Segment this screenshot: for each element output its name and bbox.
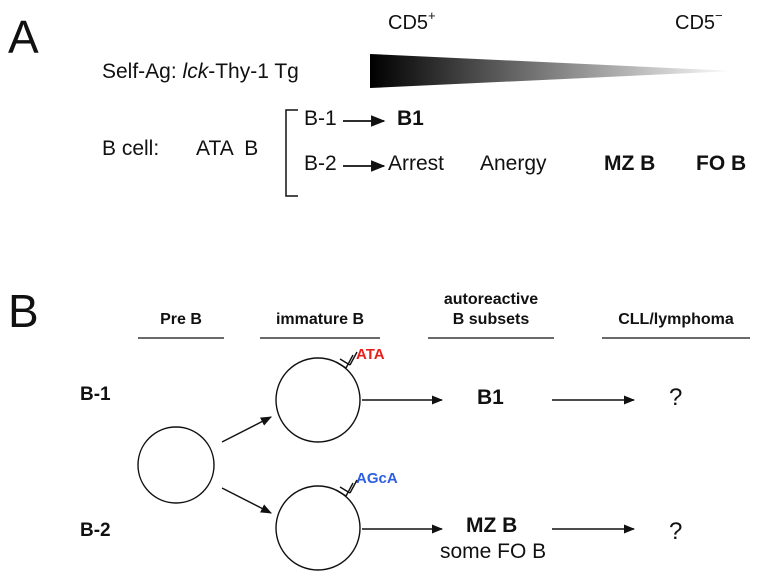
- b1-source-label: B-1: [304, 107, 337, 130]
- pre-b-cell: [137, 426, 215, 504]
- header-cll-lymphoma: CLL/lymphoma: [618, 311, 734, 328]
- unknown-b2-outcome: ?: [669, 518, 683, 545]
- self-ag-label: Self-Ag: lck-Thy-1 Tg: [102, 60, 299, 83]
- agca-antibody-label: AGcA: [356, 470, 398, 487]
- ata-b-label: ATA B: [196, 137, 259, 160]
- header-immature-b: immature B: [275, 311, 365, 328]
- header-pre-b: Pre B: [160, 311, 202, 328]
- row-label-b2: B-2: [80, 520, 111, 541]
- mz-b-label: MZ B: [604, 152, 656, 175]
- b2-subset-mz-b: MZ B: [466, 514, 518, 537]
- b2-source-label: B-2: [304, 152, 337, 175]
- panel-b-letter: B: [8, 285, 39, 337]
- b2-subset-some-fo-b: some FO B: [440, 540, 547, 563]
- row-label-b1: B-1: [80, 384, 111, 405]
- ata-antibody-label: ATA: [356, 346, 385, 363]
- b1-target-label: B1: [397, 107, 424, 130]
- bracket: [285, 109, 298, 197]
- unknown-b1-outcome: ?: [669, 384, 683, 411]
- panel-a-letter: A: [8, 11, 39, 63]
- self-antigen-gradient-wedge: [370, 54, 735, 88]
- arrow-pre-to-immature-b1: [221, 416, 272, 443]
- b-cell-label: B cell:: [102, 137, 160, 160]
- arrest-label: Arrest: [388, 152, 445, 175]
- bcr-symbol-b2: [335, 479, 358, 497]
- immature-b1-cell: [275, 357, 361, 443]
- bcr-symbol-b1: [335, 351, 358, 369]
- immature-b2-cell: [275, 485, 361, 571]
- b1-subset-label: B1: [477, 386, 504, 409]
- anergy-label: Anergy: [480, 152, 547, 175]
- fo-b-label: FO B: [696, 152, 747, 175]
- cd5-positive-label: CD5+: [388, 8, 436, 34]
- cd5-negative-label: CD5−: [675, 8, 723, 34]
- arrow-pre-to-immature-b2: [221, 487, 272, 514]
